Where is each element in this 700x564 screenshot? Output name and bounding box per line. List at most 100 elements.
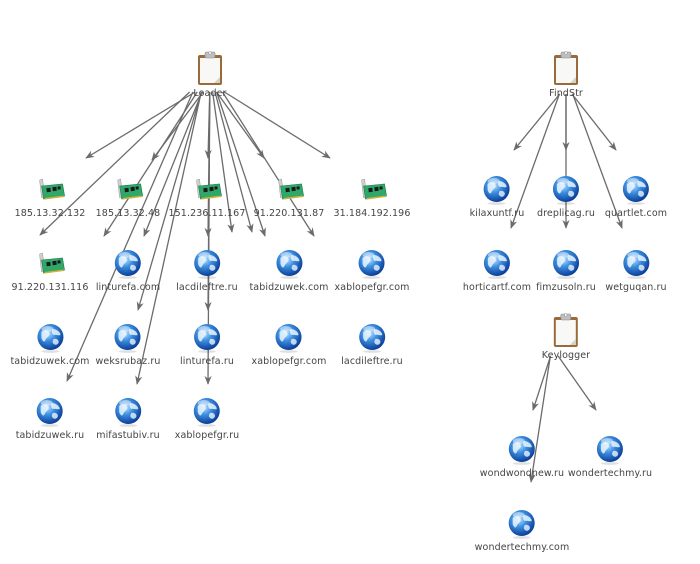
network-card-icon bbox=[39, 178, 66, 200]
globe-icon bbox=[115, 250, 141, 279]
node-domain[interactable]: quartlet.com bbox=[605, 172, 667, 219]
node-domain[interactable]: wondwondnew.ru bbox=[480, 432, 564, 479]
clipboard-icon bbox=[198, 51, 222, 85]
edge-arrow bbox=[85, 91, 196, 159]
node-process[interactable]: Loader bbox=[193, 50, 227, 99]
node-domain[interactable]: kilaxuntf.ru bbox=[470, 172, 525, 219]
globe-icon bbox=[37, 398, 63, 427]
node-label: 151.236.11.167 bbox=[168, 208, 246, 219]
edge-arrow bbox=[224, 91, 331, 159]
node-label: wondwondnew.ru bbox=[479, 468, 565, 479]
node-label: lacdileftre.ru bbox=[176, 282, 238, 293]
node-label: 185.13.32.132 bbox=[14, 208, 86, 219]
node-label: xablopefgr.com bbox=[251, 356, 327, 367]
node-domain[interactable]: lacdileftre.ru bbox=[341, 320, 403, 367]
edge-arrow bbox=[135, 91, 202, 385]
node-domain[interactable]: xablopefgr.ru bbox=[175, 394, 239, 441]
node-ip[interactable]: 151.236.11.167 bbox=[169, 172, 246, 219]
globe-icon bbox=[622, 176, 649, 205]
node-label: 91.220.131.87 bbox=[253, 208, 325, 219]
node-label: wondertechmy.com bbox=[474, 542, 570, 553]
globe-icon bbox=[483, 176, 510, 205]
edge-arrow bbox=[557, 355, 597, 411]
node-domain[interactable]: tabidzuwek.com bbox=[249, 246, 328, 293]
node-domain[interactable]: weksrubaz.ru bbox=[96, 320, 161, 367]
globe-icon bbox=[193, 250, 220, 279]
globe-icon bbox=[275, 324, 302, 353]
globe-icon bbox=[508, 510, 535, 539]
node-label: wondertechmy.ru bbox=[567, 468, 653, 479]
node-domain[interactable]: linturefa.com bbox=[96, 246, 160, 293]
node-label: 31.184.192.196 bbox=[333, 208, 411, 219]
node-label: linturefa.com bbox=[95, 282, 161, 293]
node-label: dreplicag.ru bbox=[536, 208, 596, 219]
node-domain[interactable]: wondertechmy.ru bbox=[568, 432, 652, 479]
globe-icon bbox=[114, 324, 141, 353]
node-process[interactable]: Keylogger bbox=[542, 312, 590, 361]
node-label: mifastubiv.ru bbox=[96, 430, 160, 441]
node-domain[interactable]: linturefa.ru bbox=[180, 320, 234, 367]
network-card-icon bbox=[39, 252, 66, 274]
node-ip[interactable]: 91.220.131.116 bbox=[12, 246, 89, 293]
node-domain[interactable]: wetguqan.ru bbox=[605, 246, 667, 293]
node-process[interactable]: FindStr bbox=[549, 50, 583, 99]
node-label: xablopefgr.ru bbox=[174, 430, 240, 441]
node-domain[interactable]: dreplicag.ru bbox=[537, 172, 595, 219]
globe-icon bbox=[508, 436, 535, 465]
node-domain[interactable]: horticartf.com bbox=[463, 246, 531, 293]
node-label: fimzusoln.ru bbox=[536, 282, 596, 293]
edge-arrow bbox=[221, 91, 315, 237]
globe-icon bbox=[623, 250, 649, 279]
edge-arrow bbox=[513, 93, 561, 151]
globe-icon bbox=[194, 398, 220, 427]
node-domain[interactable]: tabidzuwek.com bbox=[10, 320, 89, 367]
node-domain[interactable]: lacdileftre.ru bbox=[176, 246, 238, 293]
edge-arrow bbox=[572, 93, 623, 229]
node-domain[interactable]: mifastubiv.ru bbox=[96, 394, 160, 441]
network-card-icon bbox=[117, 178, 144, 200]
node-domain[interactable]: fimzusoln.ru bbox=[536, 246, 596, 293]
globe-icon bbox=[115, 398, 141, 427]
node-domain[interactable]: tabidzuwek.ru bbox=[16, 394, 85, 441]
globe-icon bbox=[276, 250, 302, 279]
node-label: linturefa.ru bbox=[180, 356, 234, 367]
node-ip[interactable]: 91.220.131.87 bbox=[254, 172, 325, 219]
edge-arrow bbox=[510, 93, 561, 229]
node-label: wetguqan.ru bbox=[605, 282, 667, 293]
node-label: Loader bbox=[193, 88, 227, 99]
globe-icon bbox=[596, 436, 623, 465]
node-domain[interactable]: wondertechmy.com bbox=[475, 506, 570, 553]
globe-icon bbox=[358, 324, 385, 353]
node-label: tabidzuwek.com bbox=[249, 282, 329, 293]
edge-arrow bbox=[136, 91, 202, 311]
edge-arrow bbox=[215, 91, 266, 237]
node-label: horticartf.com bbox=[462, 282, 532, 293]
node-label: 91.220.131.116 bbox=[11, 282, 89, 293]
node-ip[interactable]: 185.13.32.48 bbox=[96, 172, 161, 219]
network-card-icon bbox=[196, 178, 223, 200]
node-label: tabidzuwek.com bbox=[10, 356, 90, 367]
globe-icon bbox=[552, 176, 579, 205]
node-ip[interactable]: 185.13.32.132 bbox=[15, 172, 86, 219]
node-domain[interactable]: xablopefgr.com bbox=[252, 320, 327, 367]
edge-arrow bbox=[66, 91, 194, 382]
globe-icon bbox=[552, 250, 579, 279]
edge-arrow bbox=[571, 93, 617, 151]
globe-icon bbox=[194, 324, 220, 353]
edge-arrow bbox=[143, 91, 203, 237]
node-domain[interactable]: xablopefgr.com bbox=[335, 246, 410, 293]
edge-arrow bbox=[214, 91, 254, 233]
network-card-icon bbox=[278, 178, 305, 200]
clipboard-icon bbox=[554, 51, 578, 85]
node-label: weksrubaz.ru bbox=[95, 356, 161, 367]
network-card-icon bbox=[361, 178, 388, 200]
node-label: 185.13.32.48 bbox=[95, 208, 161, 219]
edge-arrow bbox=[211, 91, 235, 233]
node-label: lacdileftre.ru bbox=[341, 356, 403, 367]
node-ip[interactable]: 31.184.192.196 bbox=[334, 172, 411, 219]
edge-arrow bbox=[39, 91, 191, 236]
node-label: FindStr bbox=[549, 88, 583, 99]
edge-arrow bbox=[215, 91, 265, 159]
node-label: kilaxuntf.ru bbox=[469, 208, 525, 219]
